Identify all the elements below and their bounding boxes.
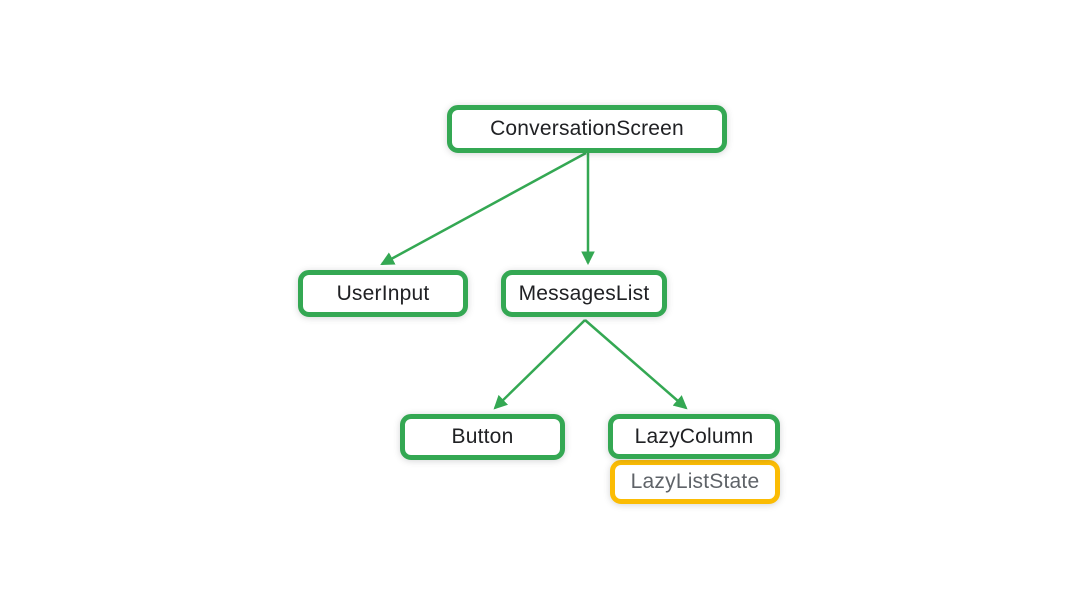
node-lazy-list-state: LazyListState: [610, 460, 780, 504]
node-messages-list: MessagesList: [501, 270, 667, 317]
node-conversation-screen-label: ConversationScreen: [490, 117, 684, 140]
node-user-input-label: UserInput: [336, 281, 430, 305]
node-lazy-column: LazyColumn: [608, 414, 780, 459]
node-user-input: UserInput: [298, 270, 468, 317]
node-button-label: Button: [451, 425, 514, 448]
node-lazy-column-label: LazyColumn: [634, 424, 754, 448]
node-conversation-screen: ConversationScreen: [447, 105, 727, 153]
node-lazy-list-state-label: LazyListState: [630, 470, 760, 493]
node-button: Button: [400, 414, 565, 460]
edge-conversationscreen-userinput: [380, 151, 587, 266]
node-messages-list-label: MessagesList: [518, 281, 650, 305]
edge-messageslist-lazycolumn: [584, 319, 688, 410]
edge-messageslist-button: [493, 319, 586, 410]
